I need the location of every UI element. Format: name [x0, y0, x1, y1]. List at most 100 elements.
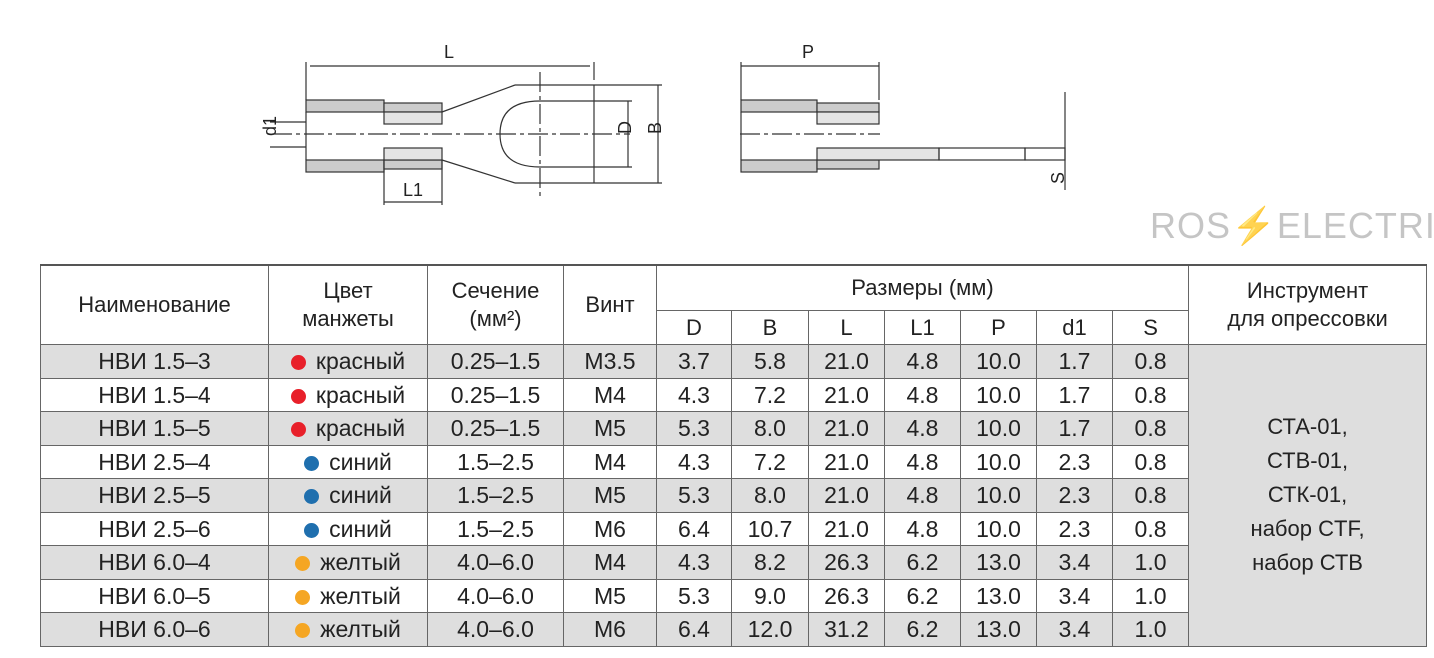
cell-section: 1.5–2.5 — [427, 511, 564, 546]
color-dot-icon — [304, 455, 320, 471]
cell-dim-d: 4.3 — [656, 444, 732, 479]
cell-section: 4.0–6.0 — [427, 612, 564, 647]
cell-dim-b: 8.0 — [731, 478, 809, 513]
cell-dim-d1: 3.4 — [1036, 578, 1113, 613]
cell-dim-d1: 2.3 — [1036, 511, 1113, 546]
cell-name: НВИ 2.5–6 — [40, 511, 269, 546]
cell-section: 0.25–1.5 — [427, 411, 564, 446]
cell-dim-d: 5.3 — [656, 578, 732, 613]
cell-dim-l: 21.0 — [808, 344, 885, 379]
cell-dim-p: 10.0 — [960, 444, 1037, 479]
cell-screw: M5 — [563, 578, 657, 613]
cell-dim-l1: 4.8 — [884, 478, 961, 513]
color-dot-icon — [290, 355, 306, 371]
cell-dim-l1: 4.8 — [884, 444, 961, 479]
cell-dim-b: 8.2 — [731, 545, 809, 580]
header-section: Сечение(мм²) — [427, 264, 564, 345]
cell-screw: M4 — [563, 545, 657, 580]
cell-dim-d: 3.7 — [656, 344, 732, 379]
color-label: красный — [315, 348, 406, 375]
cell-screw: M6 — [563, 612, 657, 647]
header-tool-l2: для опрессовки — [1227, 306, 1388, 331]
cell-dim-p: 10.0 — [960, 511, 1037, 546]
cell-dim-l1: 6.2 — [884, 545, 961, 580]
cell-dim-p: 10.0 — [960, 478, 1037, 513]
cell-name: НВИ 2.5–5 — [40, 478, 269, 513]
cell-color: желтый — [268, 545, 428, 580]
color-dot-icon — [295, 589, 311, 605]
cell-dim-p: 13.0 — [960, 545, 1037, 580]
cell-color: желтый — [268, 612, 428, 647]
cell-section: 1.5–2.5 — [427, 444, 564, 479]
cell-dim-l: 31.2 — [808, 612, 885, 647]
cell-screw: M4 — [563, 444, 657, 479]
tool-item: набор CTF, — [1250, 516, 1365, 542]
color-label: синий — [329, 515, 392, 542]
cell-dim-l1: 4.8 — [884, 344, 961, 379]
cell-dim-b: 7.2 — [731, 377, 809, 412]
cell-name: НВИ 1.5–4 — [40, 377, 269, 412]
cell-dim-l1: 6.2 — [884, 612, 961, 647]
cell-screw: M5 — [563, 411, 657, 446]
cell-dim-b: 8.0 — [731, 411, 809, 446]
cell-name: НВИ 6.0–5 — [40, 578, 269, 613]
cell-dim-b: 5.8 — [731, 344, 809, 379]
cell-dim-s: 0.8 — [1111, 444, 1190, 479]
cell-color: красный — [268, 344, 428, 379]
cell-dim-d: 5.3 — [656, 411, 732, 446]
header-screw: Винт — [563, 264, 657, 345]
cell-dim-d1: 3.4 — [1036, 612, 1113, 647]
dim-label-L1: L1 — [403, 180, 423, 200]
cell-screw: M4 — [563, 377, 657, 412]
color-label: желтый — [320, 616, 401, 643]
cell-dim-l: 26.3 — [808, 545, 885, 580]
cell-dim-l1: 6.2 — [884, 578, 961, 613]
cell-name: НВИ 1.5–3 — [40, 344, 269, 379]
tool-item: СТА-01, — [1267, 414, 1348, 440]
cell-dim-l: 21.0 — [808, 444, 885, 479]
cell-dim-d1: 2.3 — [1036, 444, 1113, 479]
color-dot-icon — [290, 388, 306, 404]
cell-dim-l: 21.0 — [808, 511, 885, 546]
cell-dim-p: 10.0 — [960, 411, 1037, 446]
cell-name: НВИ 6.0–6 — [40, 612, 269, 647]
cell-screw: M6 — [563, 511, 657, 546]
cell-dim-l: 21.0 — [808, 411, 885, 446]
cell-dim-s: 0.8 — [1111, 411, 1190, 446]
cell-tool: СТА-01,СТВ-01,СТК-01,набор CTF,набор СТВ — [1188, 344, 1428, 647]
cell-dim-s: 1.0 — [1111, 612, 1190, 647]
dim-label-B: B — [645, 122, 665, 134]
header-dim-p: P — [960, 310, 1037, 345]
color-dot-icon — [295, 556, 311, 572]
cell-screw: M3.5 — [563, 344, 657, 379]
header-section-l2: (мм²) — [469, 306, 522, 331]
dim-label-S: S — [1048, 172, 1068, 184]
cell-screw: M5 — [563, 478, 657, 513]
header-dim-s: S — [1111, 310, 1190, 345]
color-label: синий — [329, 448, 392, 475]
header-dim-b: B — [731, 310, 809, 345]
color-label: красный — [315, 415, 406, 442]
cell-dim-d: 4.3 — [656, 377, 732, 412]
tool-item: СТК-01, — [1267, 482, 1348, 508]
color-label: желтый — [320, 549, 401, 576]
cell-dim-p: 10.0 — [960, 377, 1037, 412]
cell-name: НВИ 1.5–5 — [40, 411, 269, 446]
color-dot-icon — [295, 623, 311, 639]
cell-dim-l1: 4.8 — [884, 411, 961, 446]
header-dim-l1: L1 — [884, 310, 961, 345]
color-label: желтый — [320, 582, 401, 609]
cell-dim-b: 10.7 — [731, 511, 809, 546]
tool-item: СТВ-01, — [1266, 448, 1349, 474]
cell-dim-d: 6.4 — [656, 511, 732, 546]
cell-dim-s: 0.8 — [1111, 344, 1190, 379]
header-color-l2: манжеты — [302, 306, 394, 331]
